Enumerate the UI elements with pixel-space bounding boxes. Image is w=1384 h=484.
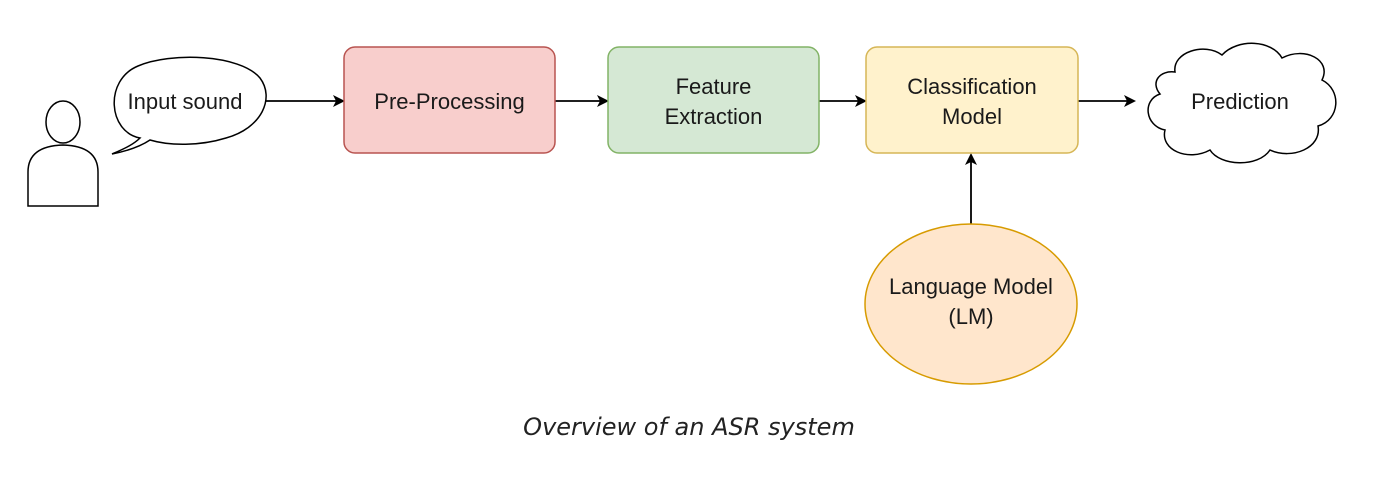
feature-extraction-node: Feature Extraction [607,46,820,154]
prediction-label: Prediction [1191,89,1289,114]
user-icon [27,100,99,207]
feature-extraction-label-line2: Extraction [665,104,763,129]
speech-bubble-label: Input sound [128,89,243,114]
feature-extraction-label-line1: Feature [676,74,752,99]
classification-node: Classification Model [865,46,1079,154]
diagram-caption: Overview of an ASR system [523,413,855,441]
language-model-node: Language Model (LM) [864,223,1078,385]
language-model-label-line1: Language Model [889,274,1053,299]
classification-label-line2: Model [942,104,1002,129]
language-model-ellipse [864,223,1078,385]
edges [265,95,1136,224]
prediction-cloud [1147,42,1337,164]
language-model-label-line2: (LM) [948,304,993,329]
preprocessing-box [343,46,556,154]
feature-extraction-box [607,46,820,154]
preprocessing-label: Pre-Processing [374,89,524,114]
preprocessing-node: Pre-Processing [343,46,556,154]
classification-box [865,46,1079,154]
prediction-node: Prediction [1147,42,1337,164]
speech-bubble: Input sound [111,56,267,155]
classification-label-line1: Classification [907,74,1037,99]
